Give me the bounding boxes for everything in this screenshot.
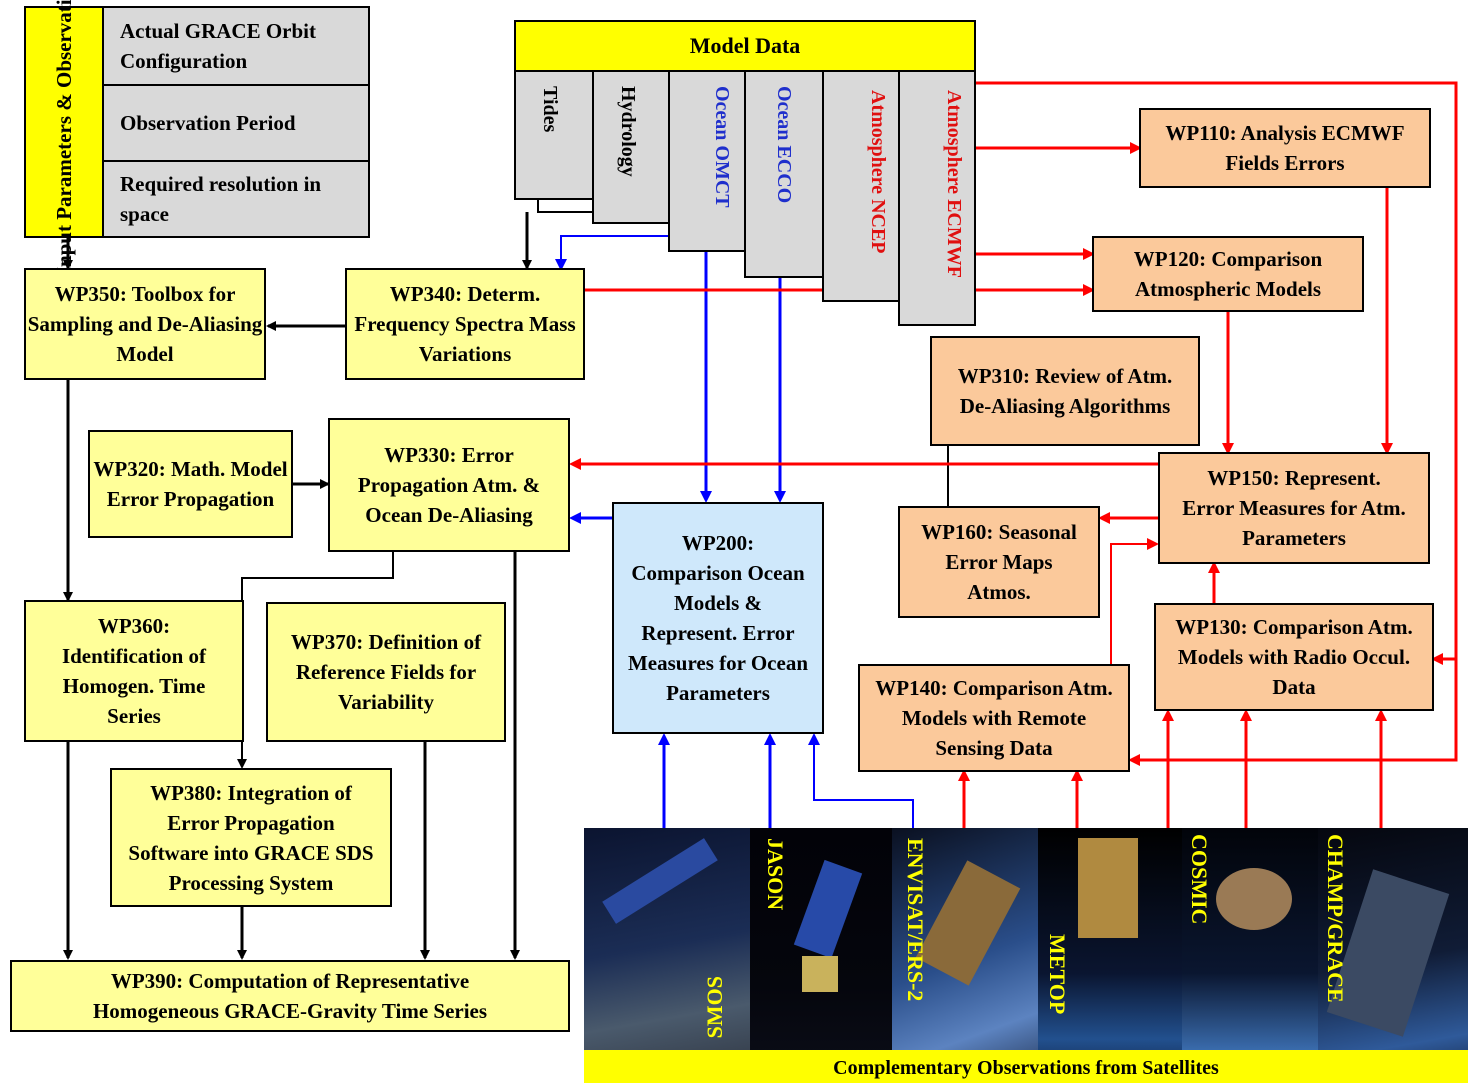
input-row-text: Actual GRACE Orbit Configuration	[120, 19, 316, 73]
wp160-label: WP160: Seasonal Error Maps Atmos.	[921, 520, 1077, 604]
satellite-panel-graphic	[793, 859, 863, 959]
line-envisat-to-wp200	[808, 733, 914, 828]
satellite-panel-champ-grace: CHAMP/GRACE	[1318, 828, 1468, 1083]
wp310-label: WP310: Review of Atm. De-Aliasing Algori…	[957, 364, 1173, 418]
wp110-label: WP110: Analysis ECMWF Fields Errors	[1165, 121, 1405, 175]
satellite-label-jason: JASON	[763, 838, 788, 911]
line-ocean-to-wp340	[555, 235, 668, 271]
model-column-ocean-omct: Ocean OMCT	[668, 70, 746, 252]
satellite-label-smos: SMOS	[702, 976, 727, 1039]
wp110-box: WP110: Analysis ECMWF Fields Errors	[1139, 108, 1431, 188]
satellite-label-envisat: ENVISAT/ERS-2	[903, 838, 928, 1002]
wp200-box: WP200: Comparison Ocean Models & Represe…	[612, 502, 824, 734]
wp380-label: WP380: Integration of Error Propagation …	[128, 780, 374, 895]
satellite-label-cosmic: COSMIC	[1187, 834, 1212, 925]
wp200-label: WP200: Comparison Ocean Models & Represe…	[627, 531, 809, 705]
wp370-label: WP370: Definition of Reference Fields fo…	[290, 630, 482, 714]
line-tides-hydro-join	[537, 200, 596, 213]
model-column-ocean-ecco: Ocean ECCO	[744, 70, 824, 278]
model-column-tides: Tides	[514, 70, 594, 200]
wp330-box: WP330: Error Propagation Atm. & Ocean De…	[328, 418, 570, 552]
wp120-label: WP120: Comparison Atmospheric Models	[1133, 247, 1323, 301]
wp340-label: WP340: Determ. Frequency Spectra Mass Va…	[354, 282, 576, 366]
input-row-resolution: Required resolution in space	[102, 160, 370, 238]
model-column-hydrology: Hydrology	[592, 70, 670, 224]
satellite-body-graphic	[1078, 838, 1138, 938]
input-parameters-label: Input Parameters & Observations	[24, 0, 104, 275]
wp350-label: WP350: Toolbox for Sampling and De-Alias…	[27, 282, 263, 366]
input-row-text: Observation Period	[120, 111, 296, 135]
model-column-label: Hydrology	[617, 86, 639, 177]
wp140-label: WP140: Comparison Atm. Models with Remot…	[875, 676, 1113, 760]
satellites-caption: Complementary Observations from Satellit…	[833, 1057, 1219, 1079]
satellite-body-graphic	[1216, 868, 1292, 930]
wp150-box: WP150: Represent. Error Measures for Atm…	[1158, 452, 1430, 564]
wp140-box: WP140: Comparison Atm. Models with Remot…	[858, 664, 1130, 772]
satellite-panel-graphic	[602, 838, 718, 924]
line-wp140-to-wp150	[1110, 538, 1159, 664]
wp120-box: WP120: Comparison Atmospheric Models	[1092, 236, 1364, 312]
wp370-box: WP370: Definition of Reference Fields fo…	[266, 602, 506, 742]
satellite-label-metop: METOP	[1045, 934, 1070, 1015]
satellite-panel-envisat: ENVISAT/ERS-2	[892, 828, 1038, 1083]
input-row-orbit: Actual GRACE Orbit Configuration	[102, 6, 370, 86]
wp310-box: WP310: Review of Atm. De-Aliasing Algori…	[930, 336, 1200, 446]
wp130-label: WP130: Comparison Atm. Models with Radio…	[1175, 615, 1413, 699]
satellite-panel-smos: SMOS	[584, 828, 750, 1083]
wp330-label: WP330: Error Propagation Atm. & Ocean De…	[357, 443, 541, 527]
model-column-label: Atmosphere ECMWF	[943, 90, 965, 278]
model-column-label: Atmosphere NCEP	[867, 90, 889, 254]
model-column-atmosphere-ncep: Atmosphere NCEP	[822, 70, 900, 302]
line-ecmwf-outer-loop	[976, 81, 1458, 766]
wp150-label: WP150: Represent. Error Measures for Atm…	[1182, 466, 1406, 550]
wp340-box: WP340: Determ. Frequency Spectra Mass Va…	[345, 268, 585, 380]
model-column-atmosphere-ecmwf: Atmosphere ECMWF	[898, 70, 976, 326]
model-column-label: Tides	[539, 86, 561, 133]
wp350-box: WP350: Toolbox for Sampling and De-Alias…	[24, 268, 266, 380]
wp160-box: WP160: Seasonal Error Maps Atmos.	[898, 506, 1100, 618]
satellite-body-graphic	[802, 956, 838, 992]
wp360-box: WP360: Identification of Homogen. Time S…	[24, 600, 244, 742]
wp320-label: WP320: Math. Model Error Propagation	[93, 457, 288, 511]
wp390-label: WP390: Computation of Representative Hom…	[92, 969, 488, 1023]
model-data-header: Model Data	[514, 20, 976, 72]
model-data-title: Model Data	[689, 33, 801, 58]
input-row-period: Observation Period	[102, 84, 370, 162]
model-column-label: Ocean OMCT	[711, 86, 733, 208]
satellite-label-champ-grace: CHAMP/GRACE	[1323, 834, 1348, 1003]
satellite-panel-jason: JASON	[750, 828, 892, 1083]
wp390-box: WP390: Computation of Representative Hom…	[10, 960, 570, 1032]
satellite-body-graphic	[915, 860, 1021, 986]
wp320-box: WP320: Math. Model Error Propagation	[88, 430, 293, 538]
input-row-text: Required resolution in space	[120, 172, 322, 226]
satellites-caption-bar: Complementary Observations from Satellit…	[584, 1050, 1468, 1083]
wp380-box: WP380: Integration of Error Propagation …	[110, 768, 392, 907]
wp130-box: WP130: Comparison Atm. Models with Radio…	[1154, 603, 1434, 711]
model-column-label: Ocean ECCO	[773, 86, 795, 204]
satellite-panel-cosmic: COSMIC	[1182, 828, 1318, 1083]
wp360-label: WP360: Identification of Homogen. Time S…	[61, 614, 207, 728]
satellite-panel-metop: METOP	[1038, 828, 1182, 1083]
input-parameters-text: Input Parameters & Observations	[52, 0, 76, 276]
